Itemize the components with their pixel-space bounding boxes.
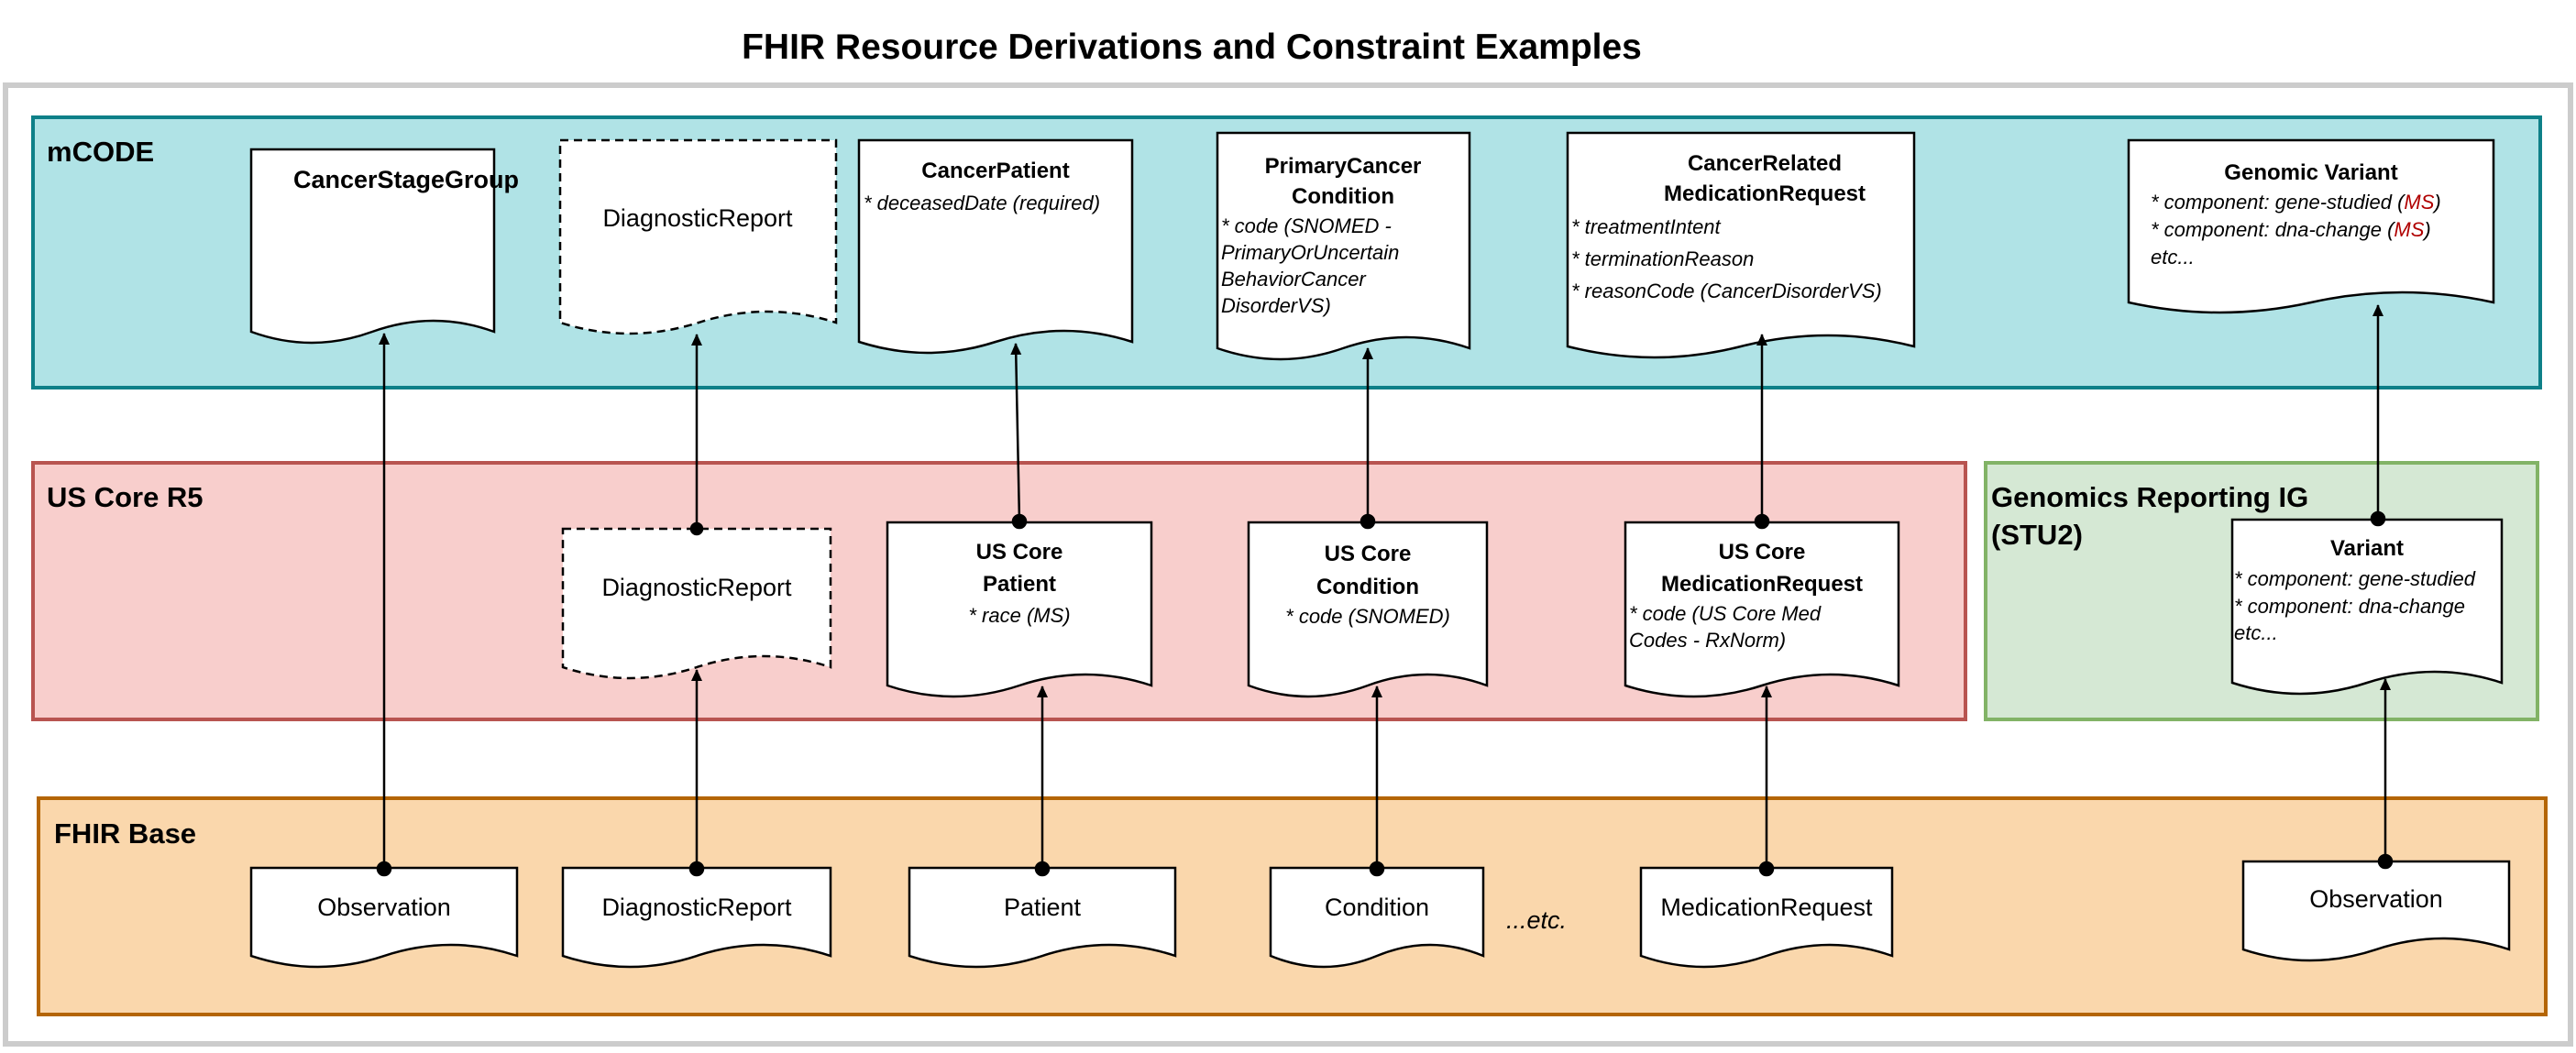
mcode-cancer-related-medication-request-title-line2: MedicationRequest xyxy=(1664,181,1866,206)
base-etc-label: ...etc. xyxy=(1506,906,1567,934)
arrow-dot-uscore-diagnostic-report xyxy=(689,521,704,536)
mcode-cancer-related-medication-request-title-line1: CancerRelated xyxy=(1688,151,1842,176)
arrow-dot-uscore-condition xyxy=(1360,513,1376,530)
mcode-cancer-patient-doc: CancerPatient * deceasedDate (required) xyxy=(857,138,1134,355)
base-patient-doc: Patient xyxy=(908,866,1177,969)
base-observation-doc: Observation xyxy=(249,866,519,969)
genomics-variant-title: Variant xyxy=(2330,536,2404,561)
derivation-arrows xyxy=(376,304,2394,877)
mcode-primary-cancer-condition-title-line1: PrimaryCancer xyxy=(1265,154,1422,179)
outer-frame xyxy=(3,82,2573,1047)
uscore-condition-title-line1: US Core xyxy=(1325,542,1412,566)
mcode-cancer-related-medication-request-doc: CancerRelated MedicationRequest * treatm… xyxy=(1566,131,1916,359)
base-medication-request-doc: MedicationRequest xyxy=(1639,866,1894,969)
uscore-condition-title-line2: Condition xyxy=(1316,575,1419,599)
mcode-cancer-related-medication-request-attr-line3: * reasonCode (CancerDisorderVS) xyxy=(1571,280,1882,302)
mcode-genomic-variant-doc: Genomic Variant * component: gene-studie… xyxy=(2127,138,2495,314)
arrow-dot-base-diagnostic-report xyxy=(688,861,705,877)
mcode-cancer-stage-group-title: CancerStageGroup xyxy=(293,166,519,193)
diagram-title: FHIR Resource Derivations and Constraint… xyxy=(742,27,1642,67)
base-observation-title: Observation xyxy=(317,894,451,921)
uscore-patient-doc: US Core Patient * race (MS) xyxy=(886,521,1153,698)
mcode-primary-cancer-condition-attr-line1: * code (SNOMED - xyxy=(1221,214,1392,237)
base-diagnostic-report-doc: DiagnosticReport xyxy=(561,866,832,969)
mcode-diagnostic-report-doc: DiagnosticReport xyxy=(558,138,838,335)
mcode-primary-cancer-condition-attr-line2: PrimaryOrUncertain xyxy=(1221,241,1399,264)
mcode-genomic-variant-attr-line1: * component: gene-studied (MS) xyxy=(2151,191,2441,214)
genomics-variant-attr-line2: * component: dna-change xyxy=(2234,595,2465,618)
mcode-primary-cancer-condition-doc: PrimaryCancer Condition * code (SNOMED -… xyxy=(1216,131,1471,361)
arrow-dot-patient xyxy=(1034,861,1051,877)
base-condition-doc: Condition xyxy=(1269,866,1485,969)
mcode-cancer-patient-attr: * deceasedDate (required) xyxy=(864,192,1100,214)
base-observation-genomic-doc: Observation xyxy=(2241,860,2511,962)
mcode-cancer-related-medication-request-attr-line2: * terminationReason xyxy=(1571,247,1754,270)
base-condition-title: Condition xyxy=(1325,894,1429,921)
arrow-dot-observation xyxy=(376,861,392,877)
mcode-primary-cancer-condition-attr-line4: DisorderVS) xyxy=(1221,294,1331,317)
mcode-genomic-variant-title: Genomic Variant xyxy=(2224,160,2397,185)
mcode-diagnostic-report-title: DiagnosticReport xyxy=(602,204,793,232)
uscore-medication-request-title-line1: US Core xyxy=(1719,540,1806,565)
mcode-primary-cancer-condition-attr-line3: BehaviorCancer xyxy=(1221,268,1367,291)
uscore-medication-request-attr-line1: * code (US Core Med xyxy=(1629,602,1822,625)
uscore-medication-request-doc: US Core MedicationRequest * code (US Cor… xyxy=(1624,521,1900,698)
mcode-genomic-variant-attr-line2: * component: dna-change (MS) xyxy=(2151,218,2431,241)
genomics-variant-attr-line1: * component: gene-studied xyxy=(2234,567,2476,590)
base-band-label: FHIR Base xyxy=(54,817,196,850)
base-observation-genomic-title: Observation xyxy=(2309,885,2443,913)
uscore-diagnostic-report-title: DiagnosticReport xyxy=(601,574,792,601)
arrow-dot-medication-request xyxy=(1758,861,1775,877)
arrow-dot-observation-genomic xyxy=(2377,853,2394,870)
uscore-condition-attr: * code (SNOMED) xyxy=(1285,605,1450,628)
genomics-variant-doc: Variant * component: gene-studied * comp… xyxy=(2230,518,2504,696)
arrow-dot-variant xyxy=(2370,510,2386,527)
mcode-cancer-stage-group-doc: CancerStageGroup xyxy=(249,148,519,345)
base-diagnostic-report-title: DiagnosticReport xyxy=(601,894,792,921)
uscore-medication-request-title-line2: MedicationRequest xyxy=(1661,572,1863,597)
uscore-patient-title-line2: Patient xyxy=(983,572,1056,597)
genomics-band-label: Genomics Reporting IG xyxy=(1991,481,2308,513)
arrow-uscore-patient-to-cancer-patient xyxy=(1010,343,1022,522)
arrow-dot-uscore-medication-request xyxy=(1754,513,1770,530)
uscore-medication-request-attr-line2: Codes - RxNorm) xyxy=(1629,629,1786,652)
base-patient-title: Patient xyxy=(1004,894,1082,921)
arrow-dot-condition xyxy=(1369,861,1385,877)
uscore-patient-attr: * race (MS) xyxy=(968,604,1070,627)
arrow-dot-uscore-patient xyxy=(1011,513,1028,530)
genomics-band-label-version: (STU2) xyxy=(1991,519,2083,551)
mcode-band-label: mCODE xyxy=(47,136,154,168)
mcode-cancer-patient-title: CancerPatient xyxy=(921,159,1069,183)
uscore-band-label: US Core R5 xyxy=(47,481,204,513)
genomics-variant-attr-line3: etc... xyxy=(2234,621,2278,644)
uscore-patient-title-line1: US Core xyxy=(976,540,1063,565)
uscore-condition-doc: US Core Condition * code (SNOMED) xyxy=(1247,521,1489,698)
base-medication-request-title: MedicationRequest xyxy=(1660,894,1873,921)
mcode-genomic-variant-attr-line3: etc... xyxy=(2151,246,2195,269)
mcode-primary-cancer-condition-title-line2: Condition xyxy=(1292,184,1394,209)
mcode-cancer-related-medication-request-attr-line1: * treatmentIntent xyxy=(1571,215,1722,238)
uscore-diagnostic-report-doc: DiagnosticReport xyxy=(561,527,832,680)
